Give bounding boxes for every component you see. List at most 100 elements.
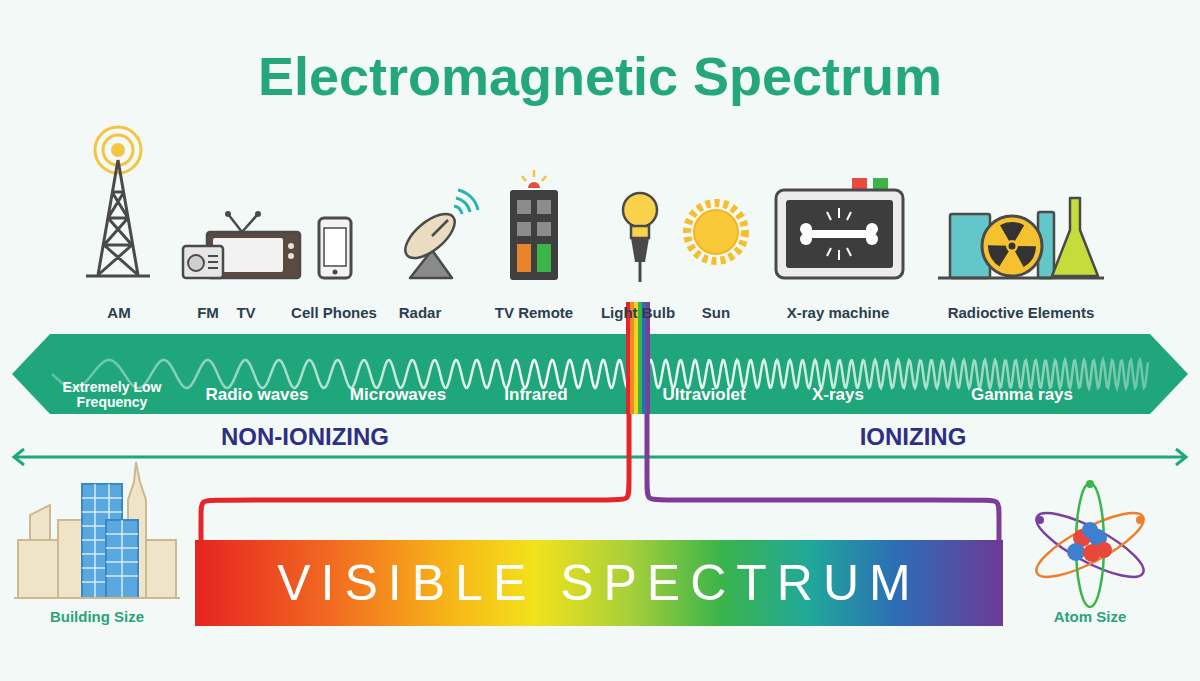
light-bulb-icon-part bbox=[623, 193, 657, 227]
atom-illustration bbox=[1029, 480, 1151, 607]
icon-label: TV Remote bbox=[495, 304, 573, 321]
tv-radio-icon-part bbox=[208, 261, 218, 263]
cell-phone-icon-part bbox=[319, 218, 351, 278]
atom-illustration-part bbox=[1086, 480, 1094, 488]
range-label: IONIZING bbox=[860, 423, 967, 451]
tv-radio-icon-part bbox=[208, 255, 218, 257]
atom-illustration-part bbox=[1036, 516, 1044, 524]
x-ray-machine-icon-part bbox=[827, 208, 851, 260]
radio-tower-icon-part bbox=[86, 275, 150, 278]
icon-label: X-ray machine bbox=[787, 304, 890, 321]
band-label: Radio waves bbox=[206, 385, 309, 405]
double-arrow-line-part bbox=[1176, 449, 1186, 465]
tv-remote-icon-part bbox=[542, 176, 546, 181]
band-label: Ultraviolet bbox=[662, 385, 745, 405]
scale-label: Building Size bbox=[50, 608, 144, 625]
band-label: Microwaves bbox=[350, 385, 446, 405]
x-ray-machine-icon-part bbox=[786, 200, 893, 268]
chemistry-icon-part bbox=[1009, 243, 1016, 250]
icon-label: Light Bulb bbox=[601, 304, 675, 321]
light-bulb-icon-part bbox=[631, 226, 649, 238]
tv-remote-icon-part bbox=[537, 200, 551, 214]
radar-dish-icon-part bbox=[398, 206, 462, 266]
tv-radio-icon-part bbox=[228, 214, 242, 232]
x-ray-machine-icon-part bbox=[873, 178, 888, 189]
double-arrow-line bbox=[14, 449, 1186, 465]
tv-remote-icon-part bbox=[510, 190, 558, 280]
tv-remote-icon-part bbox=[517, 200, 531, 214]
spectrum-band: Extremely Low Frequency Radio waves Microw… bbox=[12, 334, 1188, 414]
tv-remote-icon-part bbox=[528, 182, 540, 188]
icon-label: FM bbox=[197, 304, 219, 321]
tv-remote-icon bbox=[510, 170, 558, 280]
tv-remote-icon-part bbox=[517, 222, 531, 236]
radio-tower-icon bbox=[86, 127, 150, 276]
atom-illustration-part bbox=[1136, 516, 1144, 524]
light-bulb-icon bbox=[623, 193, 657, 282]
radar-dish-icon bbox=[398, 190, 478, 278]
chemistry-icon-part bbox=[938, 277, 1104, 280]
bracket-connector bbox=[647, 414, 999, 540]
icon-label: Radioctive Elements bbox=[948, 304, 1095, 321]
tv-remote-icon-part bbox=[533, 170, 536, 177]
chemistry-icon-part bbox=[1006, 240, 1018, 252]
tv-radio-icon-part bbox=[288, 243, 294, 249]
double-arrow-line-part bbox=[14, 456, 1186, 459]
x-ray-machine-icon-part bbox=[800, 233, 812, 245]
radar-dish-icon-part bbox=[432, 220, 448, 236]
icon-label: Cell Phones bbox=[291, 304, 377, 321]
x-ray-machine-icon-part bbox=[808, 230, 870, 238]
chemistry-icon-part bbox=[1052, 198, 1098, 276]
band-label: Extremely Low Frequency bbox=[50, 380, 174, 410]
tv-radio-icon-part bbox=[225, 211, 231, 217]
x-ray-machine-icon bbox=[776, 178, 903, 278]
cell-phone-icon-part bbox=[324, 228, 346, 266]
spectrum-heading: VISIBLE SPECTRUM bbox=[195, 540, 1003, 626]
tv-remote-icon-part bbox=[517, 244, 531, 272]
x-ray-machine-icon-part bbox=[852, 178, 867, 189]
light-bulb-icon-part bbox=[631, 238, 649, 262]
sun-icon-part bbox=[687, 203, 745, 261]
radio-tower-icon-part bbox=[111, 143, 125, 157]
visible-spectrum-bar: VISIBLE SPECTRUM bbox=[195, 540, 1003, 626]
cell-phone-icon-part bbox=[333, 270, 338, 275]
atom-illustration-part bbox=[1082, 522, 1098, 538]
x-ray-machine-icon-part bbox=[776, 190, 903, 278]
tv-radio-icon-part bbox=[288, 253, 294, 259]
atom-illustration-part bbox=[1067, 543, 1085, 561]
radio-tower-icon-part bbox=[98, 160, 138, 275]
band-label: Gamma rays bbox=[971, 385, 1073, 405]
page-title: Electromagnetic Spectrum bbox=[0, 44, 1200, 108]
bracket-connector bbox=[201, 414, 629, 540]
tv-radio-icon-part bbox=[208, 267, 218, 269]
x-ray-machine-icon-part bbox=[866, 233, 878, 245]
tv-radio-icon-part bbox=[242, 214, 258, 232]
sun-icon bbox=[687, 203, 745, 261]
tv-radio-icon-part bbox=[188, 255, 204, 271]
cell-phone-icon bbox=[319, 218, 351, 278]
atom-illustration-part bbox=[1096, 542, 1112, 558]
wave-line bbox=[52, 360, 1148, 388]
double-arrow-line-part bbox=[14, 449, 24, 465]
building-illustration-part bbox=[30, 505, 50, 540]
icon-label: AM bbox=[107, 304, 130, 321]
icon-label: Radar bbox=[399, 304, 442, 321]
tv-remote-icon-part bbox=[537, 222, 551, 236]
chemistry-icon-part bbox=[982, 216, 1042, 276]
band-fill bbox=[12, 334, 1188, 414]
chemistry-icon-part bbox=[993, 227, 1031, 265]
sun-icon-part bbox=[694, 210, 738, 254]
chemistry-icon bbox=[938, 198, 1104, 278]
tv-radio-icon-part bbox=[183, 246, 223, 278]
range-label: NON-IONIZING bbox=[221, 423, 389, 451]
building-illustration-part bbox=[18, 540, 62, 598]
tv-radio-icon-part bbox=[255, 211, 261, 217]
building-illustration-part bbox=[14, 597, 180, 599]
band-label: Infrared bbox=[504, 385, 567, 405]
atom-illustration-part bbox=[1029, 502, 1151, 588]
radar-dish-icon-part bbox=[454, 206, 462, 214]
light-bulb-icon-part bbox=[639, 262, 642, 282]
icon-label: Sun bbox=[702, 304, 730, 321]
building-illustration-part bbox=[106, 520, 138, 598]
